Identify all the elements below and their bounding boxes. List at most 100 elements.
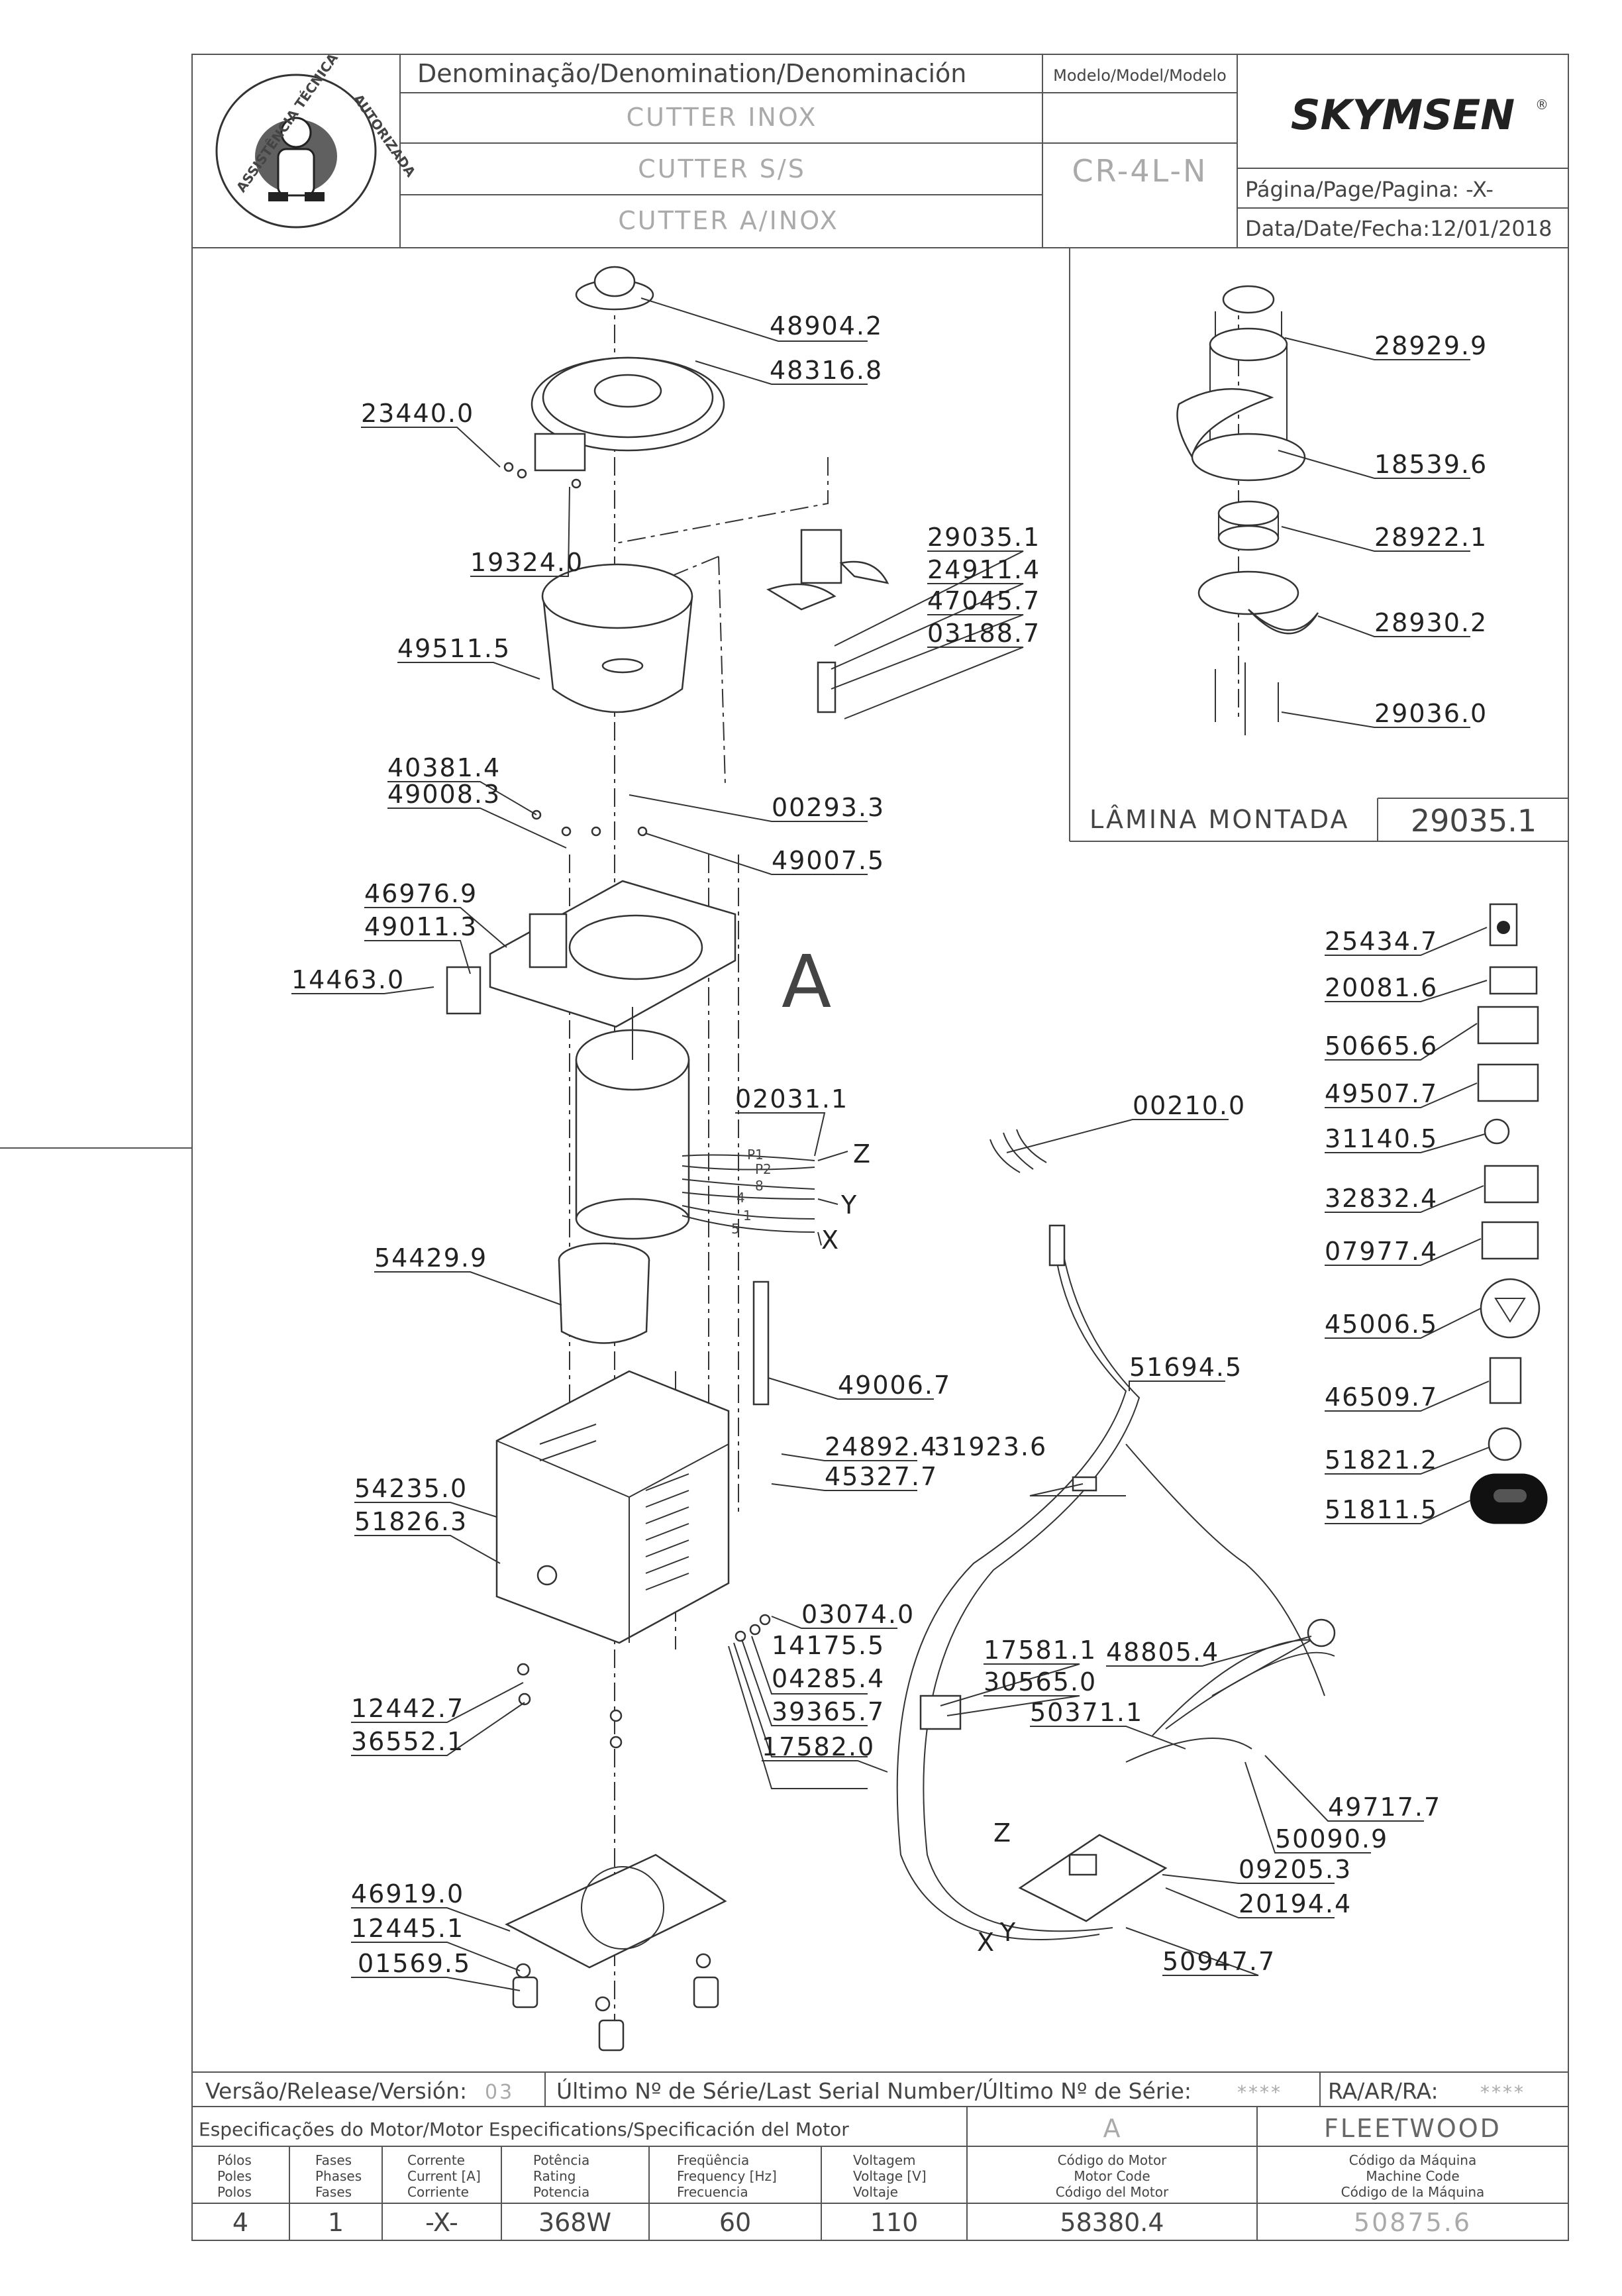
spec-col-motor-code-h2: Motor Code — [1074, 2168, 1150, 2184]
part-24911-4: 24911.4 — [927, 555, 1040, 584]
part-48904-2: 48904.2 — [770, 311, 883, 340]
spec-col-rating-value: 368W — [538, 2208, 611, 2237]
spec-col-voltage-value: 110 — [870, 2208, 919, 2237]
spec-col-current-h3: Corriente — [407, 2184, 469, 2200]
part-00210-0: 00210.0 — [1133, 1091, 1246, 1120]
spec-col-machine-code-h2: Machine Code — [1366, 2168, 1459, 2184]
part-39365-7: 39365.7 — [772, 1697, 885, 1726]
spec-col-frequency: Freqüência Frequency [Hz] Frecuencia 60 — [677, 2152, 777, 2237]
wire-x-harness: X — [977, 1928, 995, 1957]
part-17582-0: 17582.0 — [762, 1732, 875, 1761]
spec-col-phases-h1: Fases — [315, 2152, 352, 2168]
denomination-title: Denominação/Denomination/Denominación — [417, 59, 966, 88]
motor-spec-ref: A — [1103, 2114, 1123, 2143]
part-00293-3: 00293.3 — [772, 793, 885, 822]
name-es: CUTTER A/INOX — [618, 206, 839, 235]
spec-col-poles-h2: Poles — [217, 2168, 252, 2184]
decal-25434-7: 25434.7 — [1325, 927, 1438, 956]
part-46976-9: 46976.9 — [364, 879, 478, 908]
model-title: Modelo/Model/Modelo — [1053, 66, 1227, 85]
part-20194-4: 20194.4 — [1239, 1889, 1352, 1918]
spec-col-motor-code-value: 58380.4 — [1060, 2208, 1164, 2237]
inset-caption-code: 29035.1 — [1411, 803, 1537, 839]
inset-part-29036-0: 29036.0 — [1374, 699, 1488, 728]
part-29035-1: 29035.1 — [927, 523, 1040, 552]
sheet-frame — [0, 54, 1569, 2241]
decal-31140-5: 31140.5 — [1325, 1124, 1438, 1153]
part-49008-3: 49008.3 — [387, 780, 501, 809]
brand-logo: SKYMSEN ® — [1291, 91, 1548, 139]
part-40381-4: 40381.4 — [387, 753, 501, 782]
leader-lines — [291, 297, 1424, 1991]
part-14175-5: 14175.5 — [772, 1631, 885, 1660]
motor-spec-title: Especificações do Motor/Motor Especifica… — [199, 2118, 849, 2140]
spec-col-motor-code: Código do Motor Motor Code Código del Mo… — [1056, 2152, 1169, 2237]
inset-part-18539-6: 18539.6 — [1374, 450, 1488, 479]
exploded-view-drawing — [446, 266, 1336, 2052]
wire-z: Z — [853, 1139, 872, 1169]
part-49007-5: 49007.5 — [772, 846, 885, 875]
date-label: Data/Date/Fecha:12/01/2018 — [1245, 216, 1552, 241]
inset-caption: LÂMINA MONTADA — [1090, 805, 1350, 834]
decal-32832-4: 32832.4 — [1325, 1184, 1438, 1213]
part-50371-1: 50371.1 — [1030, 1698, 1143, 1727]
decal-20081-6: 20081.6 — [1325, 973, 1438, 1002]
brand-mark: ® — [1535, 97, 1548, 113]
spec-col-current-value: -X- — [425, 2208, 458, 2237]
motor-reference: A — [782, 939, 831, 1024]
logo-text-right: AUTORIZADA — [350, 91, 419, 180]
spec-col-current-h2: Current [A] — [407, 2168, 481, 2184]
logo-seal: ASSISTÊNCIA TÉCNICA AUTORIZADA — [215, 50, 419, 229]
decal-50665-6: 50665.6 — [1325, 1031, 1438, 1061]
spec-col-phases-h3: Fases — [315, 2184, 352, 2200]
spec-col-frequency-h1: Freqüência — [677, 2152, 749, 2168]
spec-col-machine-code-h3: Código de la Máquina — [1341, 2184, 1485, 2200]
spec-col-poles-value: 4 — [232, 2208, 248, 2237]
part-17581-1: 17581.1 — [984, 1636, 1097, 1665]
part-09205-3: 09205.3 — [1239, 1855, 1352, 1884]
spec-col-machine-code-value: 50875.6 — [1354, 2208, 1472, 2237]
name-pt: CUTTER INOX — [627, 103, 818, 132]
page-label: Página/Page/Pagina: -X- — [1245, 177, 1494, 202]
decal-51821-2: 51821.2 — [1325, 1445, 1438, 1475]
part-04285-4: 04285.4 — [772, 1664, 885, 1693]
part-19324-0: 19324.0 — [470, 548, 583, 577]
decal-07977-4: 07977.4 — [1325, 1237, 1438, 1266]
part-23440-0: 23440.0 — [361, 399, 474, 428]
part-14463-0: 14463.0 — [291, 965, 405, 994]
part-number-labels: 48904.2 48316.8 23440.0 19324.0 49511.5 … — [291, 311, 1440, 1978]
part-50090-9: 50090.9 — [1275, 1824, 1388, 1853]
part-49006-7: 49006.7 — [838, 1371, 951, 1400]
serial-value: **** — [1237, 2081, 1282, 2103]
spec-col-phases-value: 1 — [328, 2208, 344, 2237]
decal-46509-7: 46509.7 — [1325, 1383, 1438, 1412]
part-30565-0: 30565.0 — [984, 1667, 1097, 1696]
spec-col-poles: Pólos Poles Polos 4 — [217, 2152, 252, 2237]
part-51694-5: 51694.5 — [1129, 1353, 1242, 1382]
part-31923-6: 31923.6 — [934, 1432, 1047, 1461]
spec-col-rating-h3: Potencia — [533, 2184, 589, 2200]
wire-y-harness: Y — [999, 1918, 1017, 1947]
spec-col-rating-h2: Rating — [533, 2168, 576, 2184]
part-48316-8: 48316.8 — [770, 356, 883, 385]
wire-y: Y — [840, 1190, 858, 1220]
wire-8: 8 — [755, 1178, 764, 1194]
part-02031-1: 02031.1 — [735, 1084, 848, 1114]
spec-col-frequency-h3: Frecuencia — [677, 2184, 748, 2200]
inset-part-28922-1: 28922.1 — [1374, 523, 1488, 552]
model-value: CR-4L-N — [1072, 153, 1208, 189]
spec-col-rating-h1: Potência — [533, 2152, 589, 2168]
part-03074-0: 03074.0 — [801, 1600, 915, 1629]
wire-4: 4 — [736, 1190, 745, 1206]
decal-45006-5: 45006.5 — [1325, 1310, 1438, 1339]
spec-col-voltage: Voltagem Voltage [V] Voltaje 110 — [853, 2152, 927, 2237]
spec-col-motor-code-h1: Código do Motor — [1058, 2152, 1168, 2168]
motor-spec-table: Pólos Poles Polos 4 Fases Phases Fases 1… — [217, 2152, 1484, 2237]
decal-51811-5: 51811.5 — [1325, 1495, 1438, 1524]
part-50947-7: 50947.7 — [1162, 1947, 1276, 1976]
spec-col-motor-code-h3: Código del Motor — [1056, 2184, 1169, 2200]
name-en: CUTTER S/S — [638, 154, 806, 183]
spec-col-current: Corrente Current [A] Corriente -X- — [407, 2152, 481, 2237]
part-49011-3: 49011.3 — [364, 912, 478, 941]
